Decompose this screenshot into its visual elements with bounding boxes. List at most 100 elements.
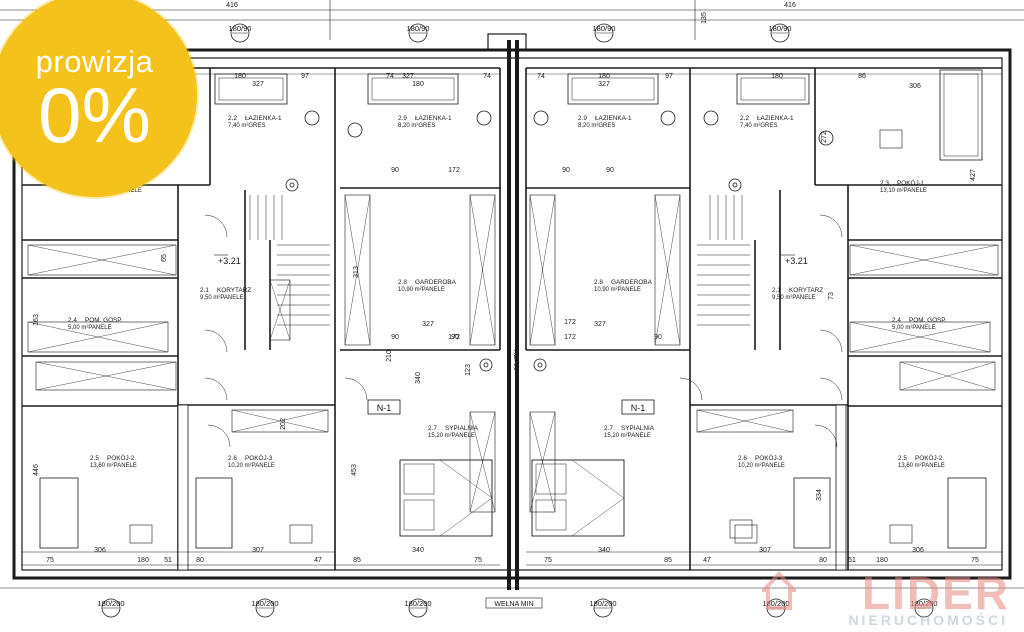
level-marker: +3.21 [785, 256, 808, 266]
room-name: ŁAZIENKA-1 [595, 115, 632, 122]
section-mark-box [367, 399, 401, 415]
room-name: ŁAZIENKA-1 [757, 115, 794, 122]
top-dim-right: 416 [784, 2, 796, 9]
section-mark-box [621, 399, 655, 415]
dim-label: 172 [448, 167, 460, 174]
dim-label: 180 [876, 557, 888, 564]
room-number: 2.5 [898, 455, 907, 462]
axis-label: 180/90 [407, 24, 430, 33]
bathtub-inner [218, 77, 284, 101]
room-number: 2.9 [398, 115, 407, 122]
dim-label: 313 [353, 266, 360, 278]
axis-circle [255, 598, 275, 618]
wardrobe [899, 361, 996, 391]
dim-label: 327 [252, 81, 264, 88]
room-name: SYPIALNIA [445, 425, 479, 432]
axis-label: 180/90 [769, 24, 792, 33]
dim-label: 65 [161, 254, 168, 262]
axis-circle [101, 598, 121, 618]
dim-label: 327 [402, 73, 414, 80]
bathtub-right [939, 69, 983, 161]
logo-word: LIDER [862, 567, 1010, 619]
dim-label: 307 [759, 547, 771, 554]
room-area: 8,20 m²GRES [398, 123, 435, 129]
wardrobe-cross [35, 361, 177, 391]
single-bed [39, 477, 79, 549]
room-number: 2.1 [200, 287, 209, 294]
dim-label: 327 [598, 81, 610, 88]
door-swing [204, 329, 228, 353]
room-name: POKÓJ-2 [915, 453, 943, 462]
top-dim-small: 135 [701, 12, 708, 24]
room-name: ŁAZIENKA-1 [415, 115, 452, 122]
dim-label: 80 [819, 557, 827, 564]
drain-center [289, 182, 295, 188]
bathtub-inner [740, 77, 806, 101]
room-name: POKÓJ-3 [755, 453, 783, 462]
dim-label: 90 [654, 334, 662, 341]
wall-note-box [485, 597, 543, 609]
door-swing [819, 377, 843, 401]
room-number: 2.6 [228, 455, 237, 462]
door-swing [204, 214, 228, 238]
dim-label: 334 [816, 489, 823, 501]
room-number: 2.3 [880, 180, 889, 187]
room-number: 2.4 [68, 317, 77, 324]
dim-label: 90 [391, 167, 399, 174]
room-name: POKÓJ-1 [897, 178, 925, 187]
drain-fixture [479, 358, 493, 372]
wardrobe [344, 194, 371, 346]
single-bed [195, 477, 233, 549]
drain-fixture [728, 178, 742, 192]
drain-center [537, 362, 543, 368]
badge-title: prowizja [35, 44, 154, 79]
dim-label: 47 [703, 557, 711, 564]
chimney [487, 33, 527, 51]
room-area: 13,10 m²PANELE [880, 188, 927, 194]
wardrobe-cross [27, 321, 169, 353]
dim-label: 97 [301, 73, 309, 80]
room-number: 2.7 [428, 425, 437, 432]
dim-label: 340 [598, 547, 610, 554]
toilet-fixture [476, 110, 492, 126]
dim-label: 90 [451, 334, 459, 341]
drain-fixture [285, 178, 299, 192]
wardrobe [654, 194, 681, 346]
bathtub-inner [943, 73, 979, 157]
axis-circle [408, 598, 428, 618]
dim-label: 85 [353, 557, 361, 564]
room-name: KORYTARZ [789, 287, 823, 294]
section-mark: N-1 [631, 403, 646, 413]
room-area: 15,20 m²PANELE [604, 433, 651, 439]
axis-circle [230, 23, 250, 43]
dim-label: 51 [164, 557, 172, 564]
dim-label: 47 [314, 557, 322, 564]
pillow [535, 463, 567, 495]
dim-label: 272 [821, 131, 828, 143]
door-swing [819, 214, 843, 238]
room-name: POKÓJ-3 [245, 453, 273, 462]
wardrobe-cross [344, 194, 371, 346]
pillow [403, 499, 435, 531]
chair [889, 524, 913, 544]
axis-circle [408, 23, 428, 43]
axis-circle [593, 598, 613, 618]
dim-label: 75 [474, 557, 482, 564]
room-area: 7,40 m²GRES [228, 123, 265, 129]
room-area: 10,90 m²PANELE [594, 287, 641, 293]
room-number: 2.2 [740, 115, 749, 122]
axis-label: 180/200 [404, 599, 431, 608]
wardrobe [269, 279, 291, 341]
bed [531, 459, 625, 537]
dim-label: 123 [465, 364, 472, 376]
toilet-fixture [347, 122, 363, 138]
wardrobe [529, 411, 556, 513]
bed-fold [571, 459, 625, 499]
room-name: KORYTARZ [217, 287, 251, 294]
room-name: ŁAZIENKA-1 [245, 115, 282, 122]
drain-fixture [533, 358, 547, 372]
axis-label: 180/200 [910, 599, 937, 608]
axis-label: 180/200 [762, 599, 789, 608]
room-number: 2.8 [398, 279, 407, 286]
